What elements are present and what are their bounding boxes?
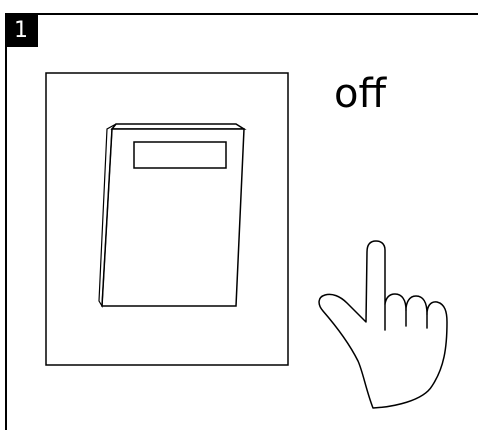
wall-plate bbox=[45, 72, 289, 366]
switch-indicator-window bbox=[133, 141, 227, 169]
switch-state-label: off bbox=[334, 71, 387, 117]
step-number-badge: 1 bbox=[6, 14, 38, 47]
pointing-hand-icon bbox=[318, 240, 448, 409]
rocker-switch-icon[interactable] bbox=[98, 123, 247, 308]
